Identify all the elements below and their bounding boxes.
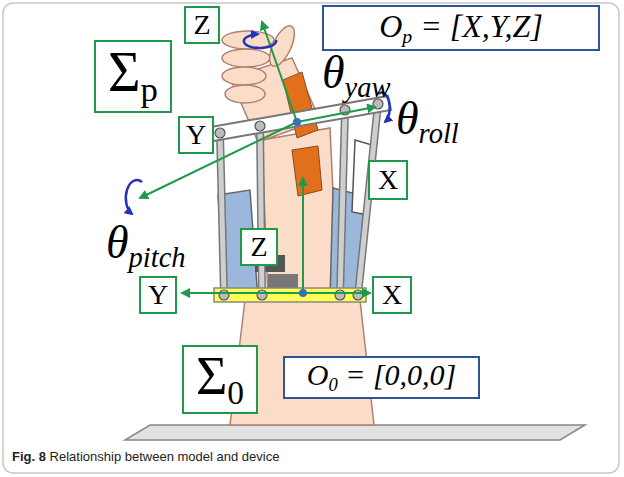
axis-label-box: Z (240, 228, 278, 266)
axis-y-base (182, 292, 303, 294)
frame-symbol-box: Σp (94, 40, 172, 113)
origin-box: Op = [X,Y,Z] (322, 5, 600, 51)
base-platform (214, 288, 366, 302)
axis-label-box: Z (184, 6, 220, 44)
joint (335, 290, 345, 300)
box-text: X (382, 281, 402, 309)
subscript: 0 (227, 374, 244, 411)
subscript: yaw (345, 72, 391, 103)
joint (215, 128, 225, 138)
axis-label-box: Y (178, 116, 214, 154)
origin-box: O0 = [0,0,0] (283, 356, 480, 399)
emphasis: Fig. 8 (12, 449, 46, 464)
rod (260, 126, 262, 295)
frame-symbol-box: Σ0 (182, 345, 258, 414)
figure-frame (3, 3, 619, 473)
figure-caption: Fig. 8 Relationship between model and de… (12, 449, 279, 464)
box-text: Z (193, 11, 210, 39)
joints (215, 99, 383, 300)
subscript: p (402, 25, 412, 47)
finger (225, 85, 265, 103)
box-text: Op = [X,Y,Z] (379, 10, 543, 47)
axis-label-box: X (372, 276, 412, 314)
origin-point (293, 118, 301, 126)
brace-block (268, 274, 298, 289)
joint (353, 290, 363, 300)
axis-x-base (303, 292, 370, 294)
axis-y-top (140, 122, 297, 198)
subscript: p (141, 71, 158, 110)
rod (340, 110, 345, 295)
box-text: Σp (108, 44, 158, 108)
pitch-angle-label: θpitch (106, 220, 186, 272)
joint (255, 121, 265, 131)
yaw-arc (244, 34, 276, 48)
wrist-pad (292, 146, 322, 196)
box-text: O0 = [0,0,0] (307, 360, 457, 394)
rod (340, 110, 345, 295)
roll-angle-label: θroll (396, 96, 459, 148)
finger (222, 49, 270, 67)
ground-plate (125, 425, 585, 440)
box-text: Y (148, 281, 168, 309)
axis-x-top (297, 107, 375, 122)
axis-label-box: Y (139, 276, 177, 314)
pitch-arc (126, 180, 142, 214)
axis-label-box: X (368, 160, 408, 200)
box-text: Y (186, 121, 206, 149)
rod (260, 126, 262, 295)
axis-z-base (302, 178, 304, 293)
yaw-angle-label: θyaw (322, 50, 391, 102)
subscript: pitch (129, 242, 186, 273)
joint (257, 290, 267, 300)
box-text: X (378, 166, 398, 194)
subscript: 0 (328, 374, 337, 395)
origin-point (299, 289, 307, 297)
finger (222, 67, 266, 85)
axis-z-top (262, 22, 297, 122)
joint (219, 290, 229, 300)
wrist (262, 128, 338, 300)
box-text: Z (250, 233, 267, 261)
moving-platform (205, 96, 391, 142)
box-text: Σ0 (196, 349, 244, 410)
subscript: roll (419, 118, 459, 149)
